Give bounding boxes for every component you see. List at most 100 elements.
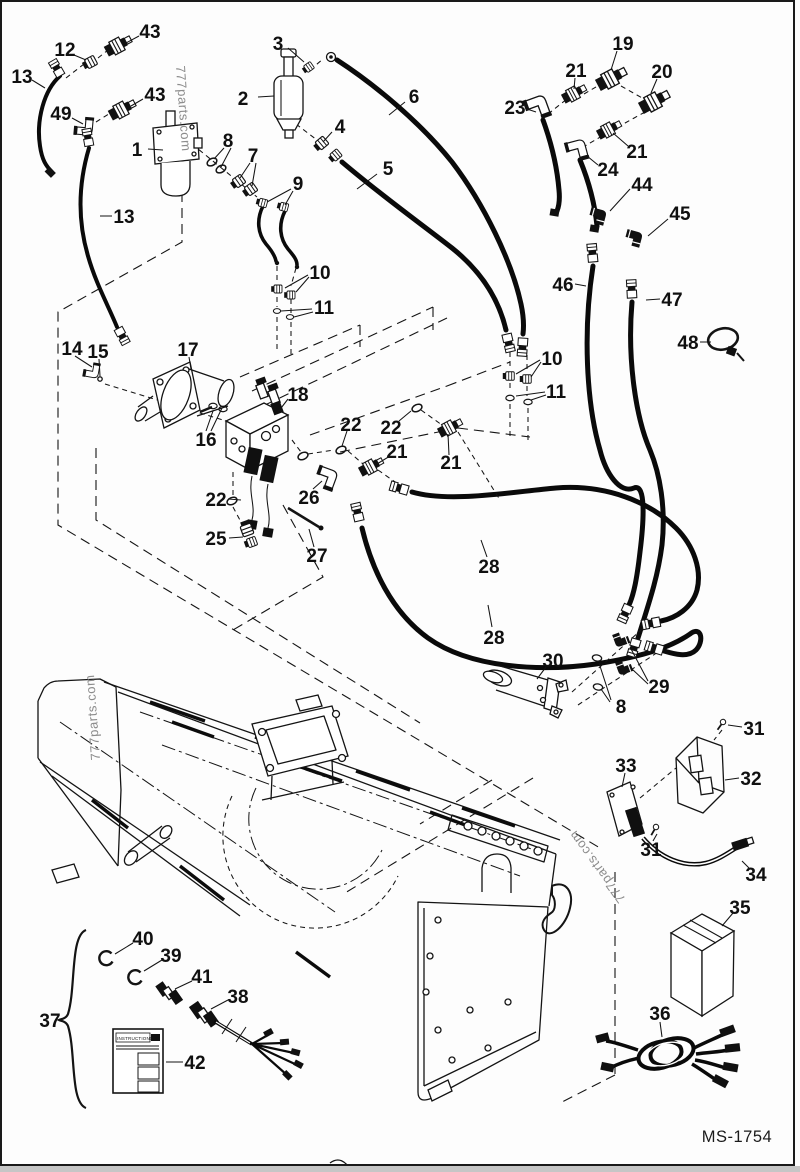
callout-25: 25 xyxy=(205,529,227,550)
callout-38: 38 xyxy=(227,987,248,1008)
callout-32: 32 xyxy=(740,769,761,790)
callout-21: 21 xyxy=(440,453,462,474)
elbow-44 xyxy=(587,206,608,227)
watermark-top: 777parts.com xyxy=(173,65,194,152)
part-1-pump xyxy=(152,110,203,197)
callout-39: 39 xyxy=(160,946,181,967)
elbow-23 xyxy=(521,92,553,124)
component-drawings: INSTRUCTIONS xyxy=(44,31,755,1110)
callout-13: 13 xyxy=(11,67,32,88)
bracket-32 xyxy=(675,736,725,814)
callout-17: 17 xyxy=(177,340,198,361)
callout-14: 14 xyxy=(61,339,83,360)
fitting-3 xyxy=(300,60,316,75)
box-35 xyxy=(669,913,736,1018)
watermark-left: 777parts.com xyxy=(82,674,103,761)
callout-23: 23 xyxy=(504,98,525,119)
hose-6 xyxy=(334,57,527,337)
callout-8: 8 xyxy=(616,697,627,718)
o-ring-11a xyxy=(272,308,282,314)
callout-40: 40 xyxy=(132,929,153,950)
callout-4: 4 xyxy=(335,117,346,138)
callout-43: 43 xyxy=(144,85,165,106)
o-ring-8b xyxy=(591,653,603,663)
pin-27 xyxy=(287,506,324,531)
leader-lines xyxy=(31,35,750,1063)
cable-tie-48 xyxy=(706,326,745,362)
callout-15: 15 xyxy=(87,342,109,363)
callout-13: 13 xyxy=(113,207,134,228)
fitting-43b xyxy=(106,95,139,123)
instructions-label: INSTRUCTIONS xyxy=(117,1036,153,1041)
part-2-canister xyxy=(273,48,304,139)
o-ring-8a xyxy=(205,155,219,169)
callout-30: 30 xyxy=(542,651,563,672)
callout-22: 22 xyxy=(380,418,401,439)
part-18-manifold-valve xyxy=(224,376,290,538)
construction-envelope-lines xyxy=(57,160,616,1103)
callout-42: 42 xyxy=(184,1053,205,1074)
callout-31: 31 xyxy=(743,719,765,740)
hydraulic-hoses xyxy=(37,57,704,671)
callout-2: 2 xyxy=(238,89,249,110)
callout-21: 21 xyxy=(565,61,587,82)
callout-22: 22 xyxy=(205,490,226,511)
screw-31a xyxy=(714,717,728,733)
drawing-number: MS-1754 xyxy=(702,1128,772,1146)
o-ring-22 xyxy=(296,449,310,463)
grommet-41 xyxy=(155,981,184,1006)
callout-22: 22 xyxy=(340,415,361,436)
callout-11: 11 xyxy=(546,382,567,403)
hose-46 xyxy=(584,263,646,608)
hose-5 xyxy=(339,159,509,333)
watermark-bottom: 777parts.com xyxy=(566,828,629,906)
callout-27: 27 xyxy=(306,546,327,567)
cable-34 xyxy=(641,836,755,867)
elbow-45 xyxy=(623,228,644,249)
callout-8: 8 xyxy=(223,131,234,152)
fitting-43a xyxy=(102,31,135,59)
callout-31: 31 xyxy=(640,840,662,861)
callout-28: 28 xyxy=(483,628,504,649)
callout-20: 20 xyxy=(651,62,672,83)
wire-harness-36 xyxy=(595,1024,741,1089)
callout-21: 21 xyxy=(626,142,648,163)
fitting-10a xyxy=(270,284,283,294)
callout-44: 44 xyxy=(631,175,653,196)
loader-frame-drawing xyxy=(37,678,572,1172)
callout-29: 29 xyxy=(648,677,669,698)
clip-39 xyxy=(127,969,143,986)
elbow-14 xyxy=(81,360,102,380)
callout-19: 19 xyxy=(612,34,633,55)
callout-28: 28 xyxy=(478,557,499,578)
hose-28-lower xyxy=(359,525,704,671)
washer-15 xyxy=(97,376,103,382)
fitting-10b xyxy=(502,371,515,381)
callout-24: 24 xyxy=(597,160,619,181)
hose-28-upper xyxy=(409,484,701,624)
callout-1: 1 xyxy=(132,140,143,161)
brace-37 xyxy=(56,928,87,1110)
callout-34: 34 xyxy=(745,865,767,886)
hose-23 xyxy=(540,117,562,214)
callout-18: 18 xyxy=(287,385,308,406)
callout-37: 37 xyxy=(39,1011,60,1032)
callout-43: 43 xyxy=(139,22,160,43)
callout-10: 10 xyxy=(541,349,562,370)
clip-40 xyxy=(98,950,114,967)
o-ring-11b xyxy=(505,394,515,402)
exploded-axis-dashed-lines xyxy=(65,49,723,799)
callout-3: 3 xyxy=(273,34,284,55)
controller-33 xyxy=(606,781,646,838)
callout-5: 5 xyxy=(383,159,394,180)
callout-6: 6 xyxy=(409,87,420,108)
callout-47: 47 xyxy=(661,290,682,311)
callout-41: 41 xyxy=(191,967,213,988)
callout-10: 10 xyxy=(309,263,330,284)
fitting-20 xyxy=(636,85,673,117)
callout-33: 33 xyxy=(615,756,636,777)
fitting-21c xyxy=(356,454,386,479)
